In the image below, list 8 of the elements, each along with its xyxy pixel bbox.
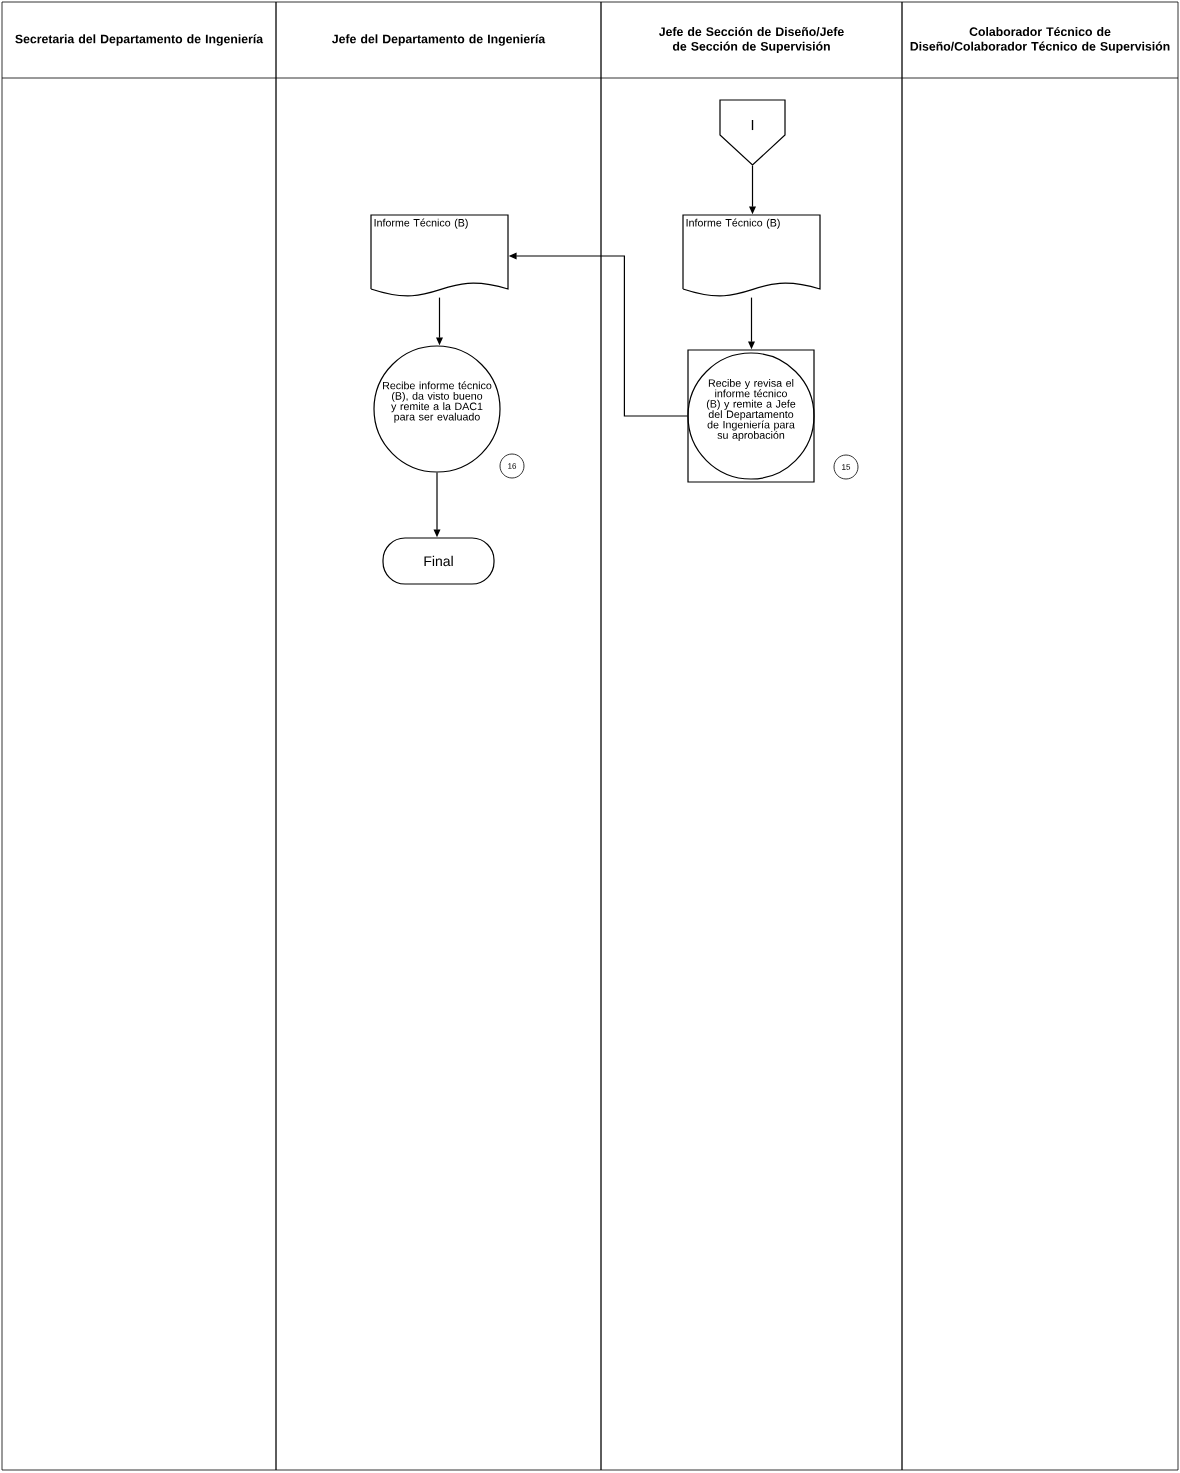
step-number: 16 [499, 453, 525, 479]
step-number: 15 [833, 454, 859, 480]
swimlane: Secretaria del Departamento de Ingeniería [1, 1, 277, 1471]
document-shape: Informe Técnico (B) [370, 214, 509, 297]
document-shape: Informe Técnico (B) [682, 214, 821, 297]
off-page-connector: I [719, 99, 786, 166]
terminal: Final [382, 537, 495, 585]
swimlane: Colaborador Técnico de Diseño/Colaborador Técnico de Supervisión [901, 1, 1179, 1471]
